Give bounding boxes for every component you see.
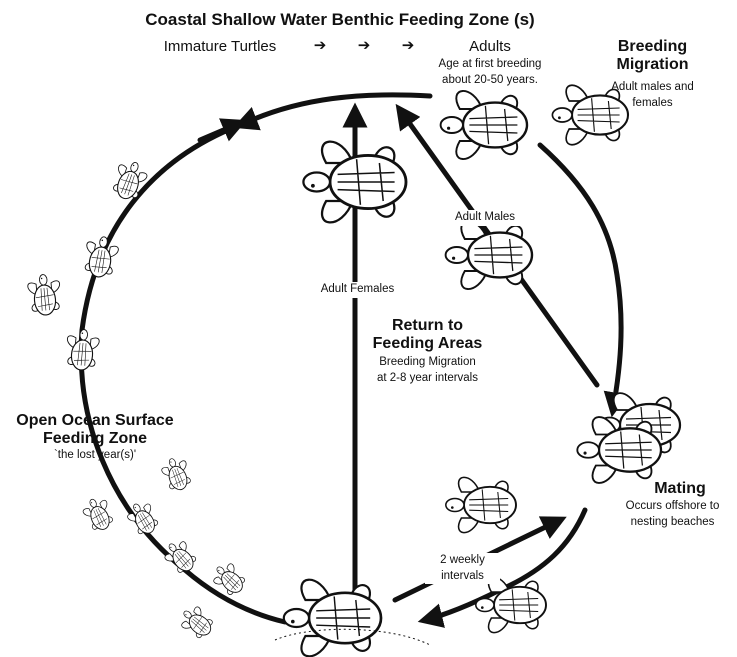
hatchling-turtles xyxy=(27,158,250,643)
turtle-icon xyxy=(159,454,194,493)
turtle-icon xyxy=(284,580,381,657)
open-ocean-note: `the lost year(s)' xyxy=(30,448,160,464)
turtle-icon xyxy=(82,234,120,279)
nesting-interval-label: 2 weekly intervals xyxy=(425,553,500,584)
cycle-arc-right xyxy=(540,145,621,410)
return-to-feeding-note: Breeding Migration at 2-8 year intervals xyxy=(355,355,500,386)
stage-start-label: Immature Turtles xyxy=(150,38,290,56)
turtle-icon xyxy=(176,602,217,642)
stage-end-label: Adults xyxy=(455,38,525,56)
turtle-icon xyxy=(124,498,162,539)
mating-note: Occurs offshore to nesting beaches xyxy=(610,499,735,530)
stage-arrow-2: ➔ xyxy=(352,37,376,55)
adult-males-label: Adult Males xyxy=(440,210,530,226)
adult-females-label: Adult Females xyxy=(305,282,410,298)
return-to-feeding-title: Return to Feeding Areas xyxy=(360,317,495,354)
mating-title: Mating xyxy=(640,480,720,498)
cycle-arc-top-left-arrow xyxy=(200,123,240,140)
turtle-icon xyxy=(65,328,100,371)
breeding-migration-title: Breeding Migration xyxy=(590,38,715,75)
turtle-icon xyxy=(109,158,150,204)
turtle-icon xyxy=(80,494,117,534)
turtle-icon xyxy=(160,536,200,577)
turtle-icon xyxy=(441,91,527,159)
diagram-title: Coastal Shallow Water Benthic Feeding Zo… xyxy=(100,10,580,30)
stage-arrow-1: ➔ xyxy=(308,37,332,55)
stage-arrow-3: ➔ xyxy=(396,37,420,55)
adults-note: Age at first breeding about 20-50 years. xyxy=(415,57,565,88)
turtle-icon xyxy=(446,477,516,532)
breeding-migration-note: Adult males and females xyxy=(585,80,720,111)
turtle-icon xyxy=(27,273,62,316)
open-ocean-title: Open Ocean Surface Feeding Zone xyxy=(5,412,185,449)
